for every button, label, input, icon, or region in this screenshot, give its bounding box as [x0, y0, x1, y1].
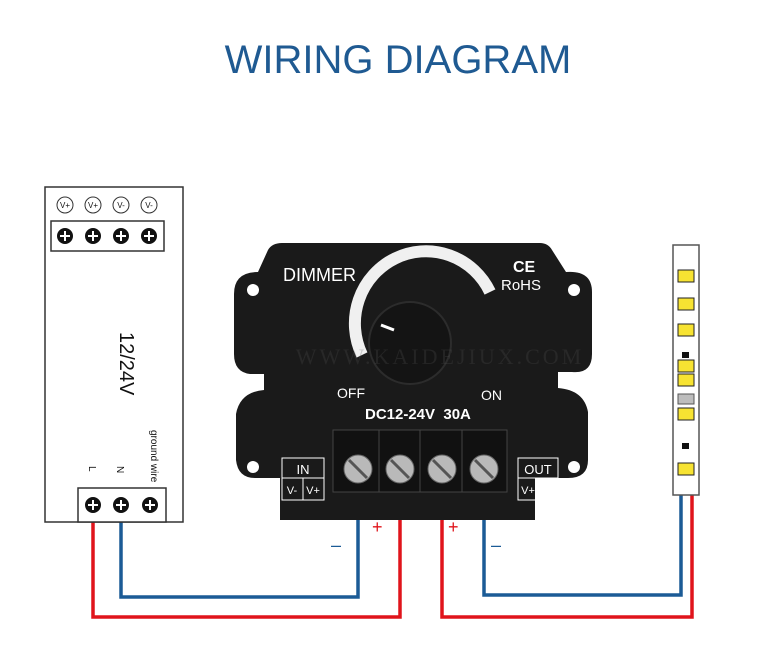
- dimmer-out-plus-to-strip-wire: [440, 490, 694, 619]
- ps-label-ground: ground wire: [148, 430, 159, 483]
- dimmer-out-minus-to-strip-wire: [482, 490, 683, 597]
- ps-term-label-1: V+: [60, 201, 70, 210]
- on-label: ON: [481, 387, 502, 403]
- dimmer-brand-label: DIMMER: [283, 265, 356, 285]
- ps-term-label-2: V+: [88, 201, 98, 210]
- out-label: OUT: [524, 462, 552, 477]
- ps-voltage-label: 12/24V: [115, 332, 137, 396]
- ps-label-n: N: [114, 466, 125, 473]
- page-title: WIRING DIAGRAM: [225, 38, 572, 82]
- ps-bottom-labels: L N ground wire: [86, 430, 159, 483]
- power-supply: V+ V+ V- V- 12/24V L N ground wire: [44, 186, 184, 523]
- polarity-marks: – + + –: [331, 517, 501, 555]
- ps-term-label-4: V-: [145, 201, 153, 210]
- terminal-screws: [343, 454, 499, 484]
- out-plus-mark: +: [448, 517, 459, 537]
- wires: [91, 490, 694, 619]
- mount-holes: [247, 284, 580, 473]
- out-terminal-1: V+: [521, 485, 535, 497]
- in-label: IN: [297, 462, 310, 477]
- off-label: OFF: [337, 385, 365, 401]
- strip-solder-dots: [682, 352, 689, 449]
- rohs-label: RoHS: [501, 277, 541, 294]
- supply-l-to-dimmer-in-plus-wire: [91, 490, 402, 619]
- watermark: WWW.KAIDEJIUX.COM: [296, 344, 585, 369]
- in-terminal-2: V+: [306, 485, 320, 497]
- power-supply-top-labels: V+ V+ V- V-: [56, 196, 158, 214]
- ps-label-l: L: [86, 466, 97, 472]
- knob-indicator: [380, 323, 395, 332]
- out-minus-mark: –: [491, 535, 501, 555]
- dimmer: DIMMER CE RoHS OFF ON DC12-24V 30A IN V-…: [234, 243, 592, 520]
- ps-term-label-3: V-: [117, 201, 125, 210]
- led-strip: [672, 244, 700, 496]
- in-plus-mark: +: [372, 517, 383, 537]
- led-chips: [677, 269, 695, 476]
- in-terminal-1: V-: [287, 485, 298, 497]
- in-minus-mark: –: [331, 535, 341, 555]
- dial-arc: [348, 245, 496, 358]
- out-terminal-2: V-: [543, 485, 554, 497]
- terminal-dividers: [378, 430, 463, 492]
- strip-resistor: [677, 393, 695, 405]
- ce-mark: CE: [513, 259, 536, 276]
- rating-label: DC12-24V 30A: [365, 406, 471, 423]
- dimmer-knob[interactable]: [368, 301, 452, 385]
- supply-n-to-dimmer-in-minus-wire: [119, 490, 360, 599]
